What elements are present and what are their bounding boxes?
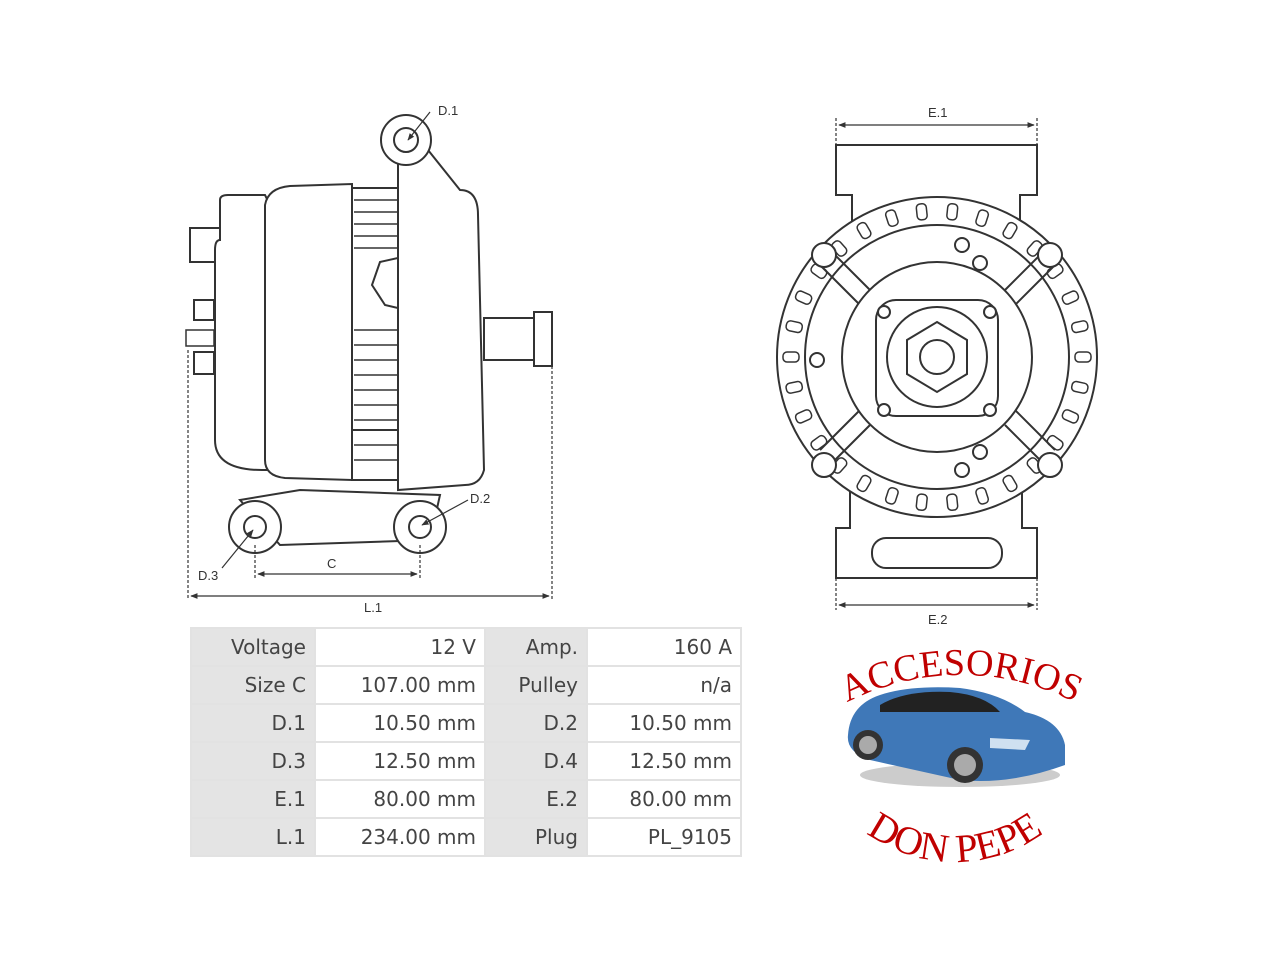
rotor-tooth (794, 290, 813, 305)
spec-label: Size C (190, 665, 316, 705)
label-c: C (327, 556, 336, 571)
spec-label: Amp. (484, 627, 588, 667)
rotor-tooth (856, 221, 872, 240)
svg-text:DON PEPE: DON PEPE (861, 802, 1049, 871)
spec-value: 80.00 mm (586, 779, 742, 819)
label-d3: D.3 (198, 568, 218, 583)
spec-value: 80.00 mm (314, 779, 486, 819)
spec-value: 10.50 mm (586, 703, 742, 743)
front-view-dimensions (835, 118, 1038, 610)
spec-value: 234.00 mm (314, 817, 486, 857)
spec-label: D.1 (190, 703, 316, 743)
logo: ACCESORIOS DON PEPE (833, 642, 1088, 872)
spec-value: 12 V (314, 627, 486, 667)
rotor-tooth (884, 486, 899, 505)
spec-value: 10.50 mm (314, 703, 486, 743)
rotor-tooth (1070, 380, 1089, 394)
car-image (847, 687, 1065, 787)
logo-bottom-text: DON PEPE (861, 802, 1049, 871)
label-e1: E.1 (928, 105, 948, 120)
spec-label: D.3 (190, 741, 316, 781)
side-view-dimensions (187, 111, 553, 600)
rotor-tooth (794, 409, 813, 424)
rotor-tooth (975, 209, 990, 228)
rotor-tooth (785, 380, 804, 394)
spec-label: E.1 (190, 779, 316, 819)
rotor-tooth (1061, 409, 1080, 424)
rotor-tooth (782, 351, 800, 363)
front-view (776, 144, 1098, 579)
spec-label: Plug (484, 817, 588, 857)
rotor-tooth (1002, 221, 1018, 240)
side-view (185, 114, 553, 554)
rotor-tooth (1061, 290, 1080, 305)
rotor-tooth (1002, 474, 1018, 493)
rotor-tooth (1074, 351, 1092, 363)
spec-value: PL_9105 (586, 817, 742, 857)
rotor-tooth (884, 209, 899, 228)
spec-value: 12.50 mm (586, 741, 742, 781)
rotor-tooth (915, 202, 928, 221)
spec-label: E.2 (484, 779, 588, 819)
spec-label: Voltage (190, 627, 316, 667)
spec-value: 107.00 mm (314, 665, 486, 705)
rotor-tooth (1070, 320, 1089, 334)
label-l1: L.1 (364, 600, 382, 615)
spec-label: Pulley (484, 665, 588, 705)
spec-value: 12.50 mm (314, 741, 486, 781)
rotor-tooth (856, 474, 872, 493)
rotor-tooth (975, 486, 990, 505)
rotor-tooth (915, 493, 928, 512)
rotor-tooth (946, 202, 959, 221)
spec-label: D.2 (484, 703, 588, 743)
label-e2: E.2 (928, 612, 948, 627)
label-d2: D.2 (470, 491, 490, 506)
spec-value: n/a (586, 665, 742, 705)
rotor-tooth (785, 320, 804, 334)
spec-label: D.4 (484, 741, 588, 781)
spec-value: 160 A (586, 627, 742, 667)
spec-label: L.1 (190, 817, 316, 857)
rotor-tooth (946, 493, 959, 512)
rotor-teeth (782, 202, 1092, 512)
label-d1: D.1 (438, 103, 458, 118)
